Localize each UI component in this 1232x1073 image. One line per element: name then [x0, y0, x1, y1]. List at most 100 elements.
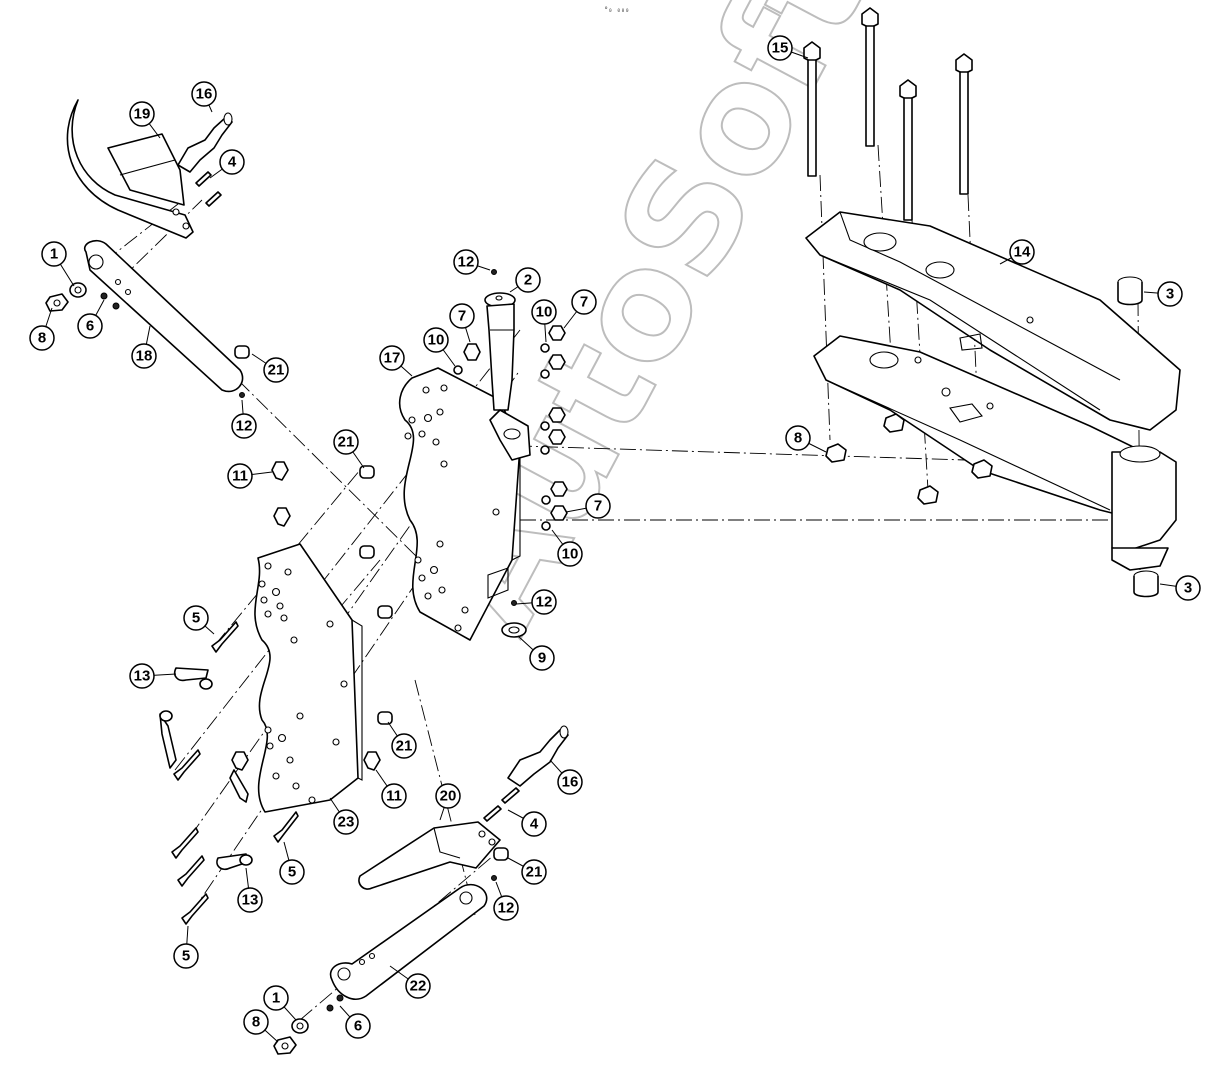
callout-10: 10 — [531, 299, 557, 343]
callout-bubble — [391, 733, 417, 759]
callout-4: 4 — [209, 149, 245, 179]
callout-16: 16 — [549, 759, 583, 795]
callout-bubble — [493, 895, 519, 921]
callout-number: 7 — [458, 308, 466, 325]
callout-bubble — [129, 663, 155, 689]
washer-nut-upper — [45, 282, 87, 312]
callout-number: 12 — [498, 900, 515, 917]
callout-number: 1 — [272, 990, 280, 1007]
callout-9: 9 — [517, 635, 555, 671]
upper-bracket — [66, 99, 194, 239]
sleeves — [1117, 276, 1159, 598]
callout-bubble — [263, 357, 289, 383]
pins-lower — [483, 787, 520, 822]
callout-bubble — [173, 943, 199, 969]
callout-number: 22 — [410, 978, 427, 995]
callout-bubble — [521, 811, 547, 837]
callout-number: 14 — [1014, 244, 1031, 261]
callout-bubble — [227, 463, 253, 489]
callout-3: 3 — [1143, 281, 1183, 307]
callout-bubble — [345, 1013, 371, 1039]
callout-18: 18 — [131, 325, 157, 369]
frame-nuts — [825, 413, 993, 505]
callout-bubble — [279, 859, 305, 885]
callout-bubble — [1157, 281, 1183, 307]
callout-bubble — [557, 769, 583, 795]
callout-bubble — [183, 605, 209, 631]
callout-7: 7 — [563, 289, 597, 329]
callout-8: 8 — [785, 425, 827, 453]
callout-number: 8 — [38, 330, 46, 347]
callout-23: 23 — [329, 797, 359, 835]
pins-upper — [195, 171, 222, 207]
callout-bubble — [381, 783, 407, 809]
callout-bubble — [453, 249, 479, 275]
callout-12: 12 — [231, 399, 257, 439]
callout-15: 15 — [767, 35, 809, 61]
callout-5: 5 — [279, 841, 305, 885]
callout-number: 10 — [536, 304, 553, 321]
callout-number: 15 — [772, 40, 789, 57]
callout-number: 2 — [524, 272, 532, 289]
washer-nut-lower — [273, 1018, 309, 1055]
callout-2: 2 — [509, 267, 541, 293]
callout-number: 21 — [268, 362, 285, 379]
callout-10: 10 — [423, 327, 456, 367]
callout-number: 16 — [562, 774, 579, 791]
callout-bubble — [191, 81, 217, 107]
callout-3: 3 — [1159, 575, 1201, 601]
callout-number: 21 — [526, 864, 543, 881]
callout-10: 10 — [551, 529, 583, 567]
callout-11: 11 — [375, 769, 407, 809]
callout-number: 17 — [384, 350, 401, 367]
callout-13: 13 — [129, 663, 177, 689]
callout-number: 8 — [252, 1014, 260, 1031]
callout-bubble — [1175, 575, 1201, 601]
callout-bubble — [1009, 239, 1035, 265]
callout-5: 5 — [183, 605, 215, 635]
callout-6: 6 — [77, 299, 105, 339]
callout-bubble — [29, 325, 55, 351]
callout-6: 6 — [339, 1005, 371, 1039]
callout-number: 1 — [50, 246, 58, 263]
callout-8: 8 — [29, 307, 55, 351]
front-plate — [254, 543, 363, 813]
callout-7: 7 — [449, 303, 475, 343]
callout-bubble — [531, 589, 557, 615]
bushings-middle — [359, 465, 393, 725]
callout-bubble — [557, 541, 583, 567]
callout-4: 4 — [507, 809, 547, 837]
callout-bubble — [333, 429, 359, 455]
cam-handles — [159, 667, 253, 871]
callout-bubble — [379, 345, 405, 371]
back-plate — [398, 367, 521, 641]
callout-bubble — [435, 783, 461, 809]
callout-bubble — [131, 343, 157, 369]
callout-bubble — [77, 313, 103, 339]
callout-number: 20 — [440, 788, 457, 805]
bushing-lower — [491, 847, 509, 881]
callout-bubble — [785, 425, 811, 451]
grease-fittings — [231, 461, 381, 771]
callout-number: 16 — [196, 86, 213, 103]
callout-bubble — [531, 299, 557, 325]
king-pin — [484, 269, 531, 461]
callout-21: 21 — [507, 857, 547, 885]
callout-7: 7 — [565, 493, 611, 519]
callout-22: 22 — [389, 965, 431, 999]
callout-number: 13 — [134, 668, 151, 685]
callout-16: 16 — [191, 81, 217, 113]
callout-bubble — [529, 645, 555, 671]
callout-number: 3 — [1166, 286, 1174, 303]
callout-number: 21 — [396, 738, 413, 755]
callout-bubble — [333, 809, 359, 835]
callout-number: 3 — [1184, 580, 1192, 597]
callout-number: 19 — [134, 106, 151, 123]
callout-8: 8 — [243, 1009, 279, 1043]
callout-21: 21 — [333, 429, 365, 469]
callout-labels: 1916418618211212271010717211171012951321… — [29, 35, 1201, 1043]
callout-bubble — [405, 973, 431, 999]
callout-1: 1 — [41, 241, 75, 287]
callout-number: 7 — [594, 498, 602, 515]
